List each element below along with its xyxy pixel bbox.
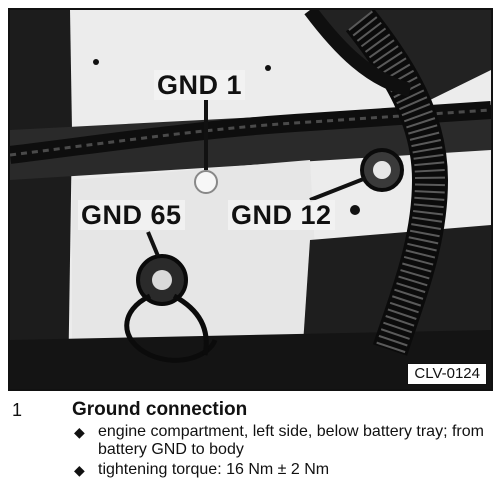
- diamond-bullet-icon: ◆: [74, 424, 85, 440]
- engine-compartment-illustration: [10, 10, 491, 389]
- legend-item: ◆ engine compartment, left side, below b…: [72, 423, 492, 459]
- legend-item: ◆ tightening torque: 16 Nm ± 2 Nm: [72, 461, 492, 479]
- legend-number: 1: [12, 400, 23, 420]
- figure-reference-code: CLV-0124: [407, 363, 487, 385]
- label-gnd-65: GND 65: [78, 200, 185, 230]
- legend-item-text: engine compartment, left side, below bat…: [98, 423, 484, 458]
- label-gnd-1: GND 1: [154, 70, 246, 100]
- diamond-bullet-icon: ◆: [74, 462, 85, 478]
- legend-title: Ground connection: [72, 399, 248, 420]
- ground-connection-photo: GND 1 GND 65 GND 12 CLV-0124: [8, 8, 493, 391]
- legend-list: ◆ engine compartment, left side, below b…: [72, 423, 492, 481]
- label-gnd-12: GND 12: [228, 200, 335, 230]
- legend-item-text: tightening torque: 16 Nm ± 2 Nm: [98, 461, 330, 478]
- legend: 1 Ground connection ◆ engine compartment…: [8, 398, 493, 488]
